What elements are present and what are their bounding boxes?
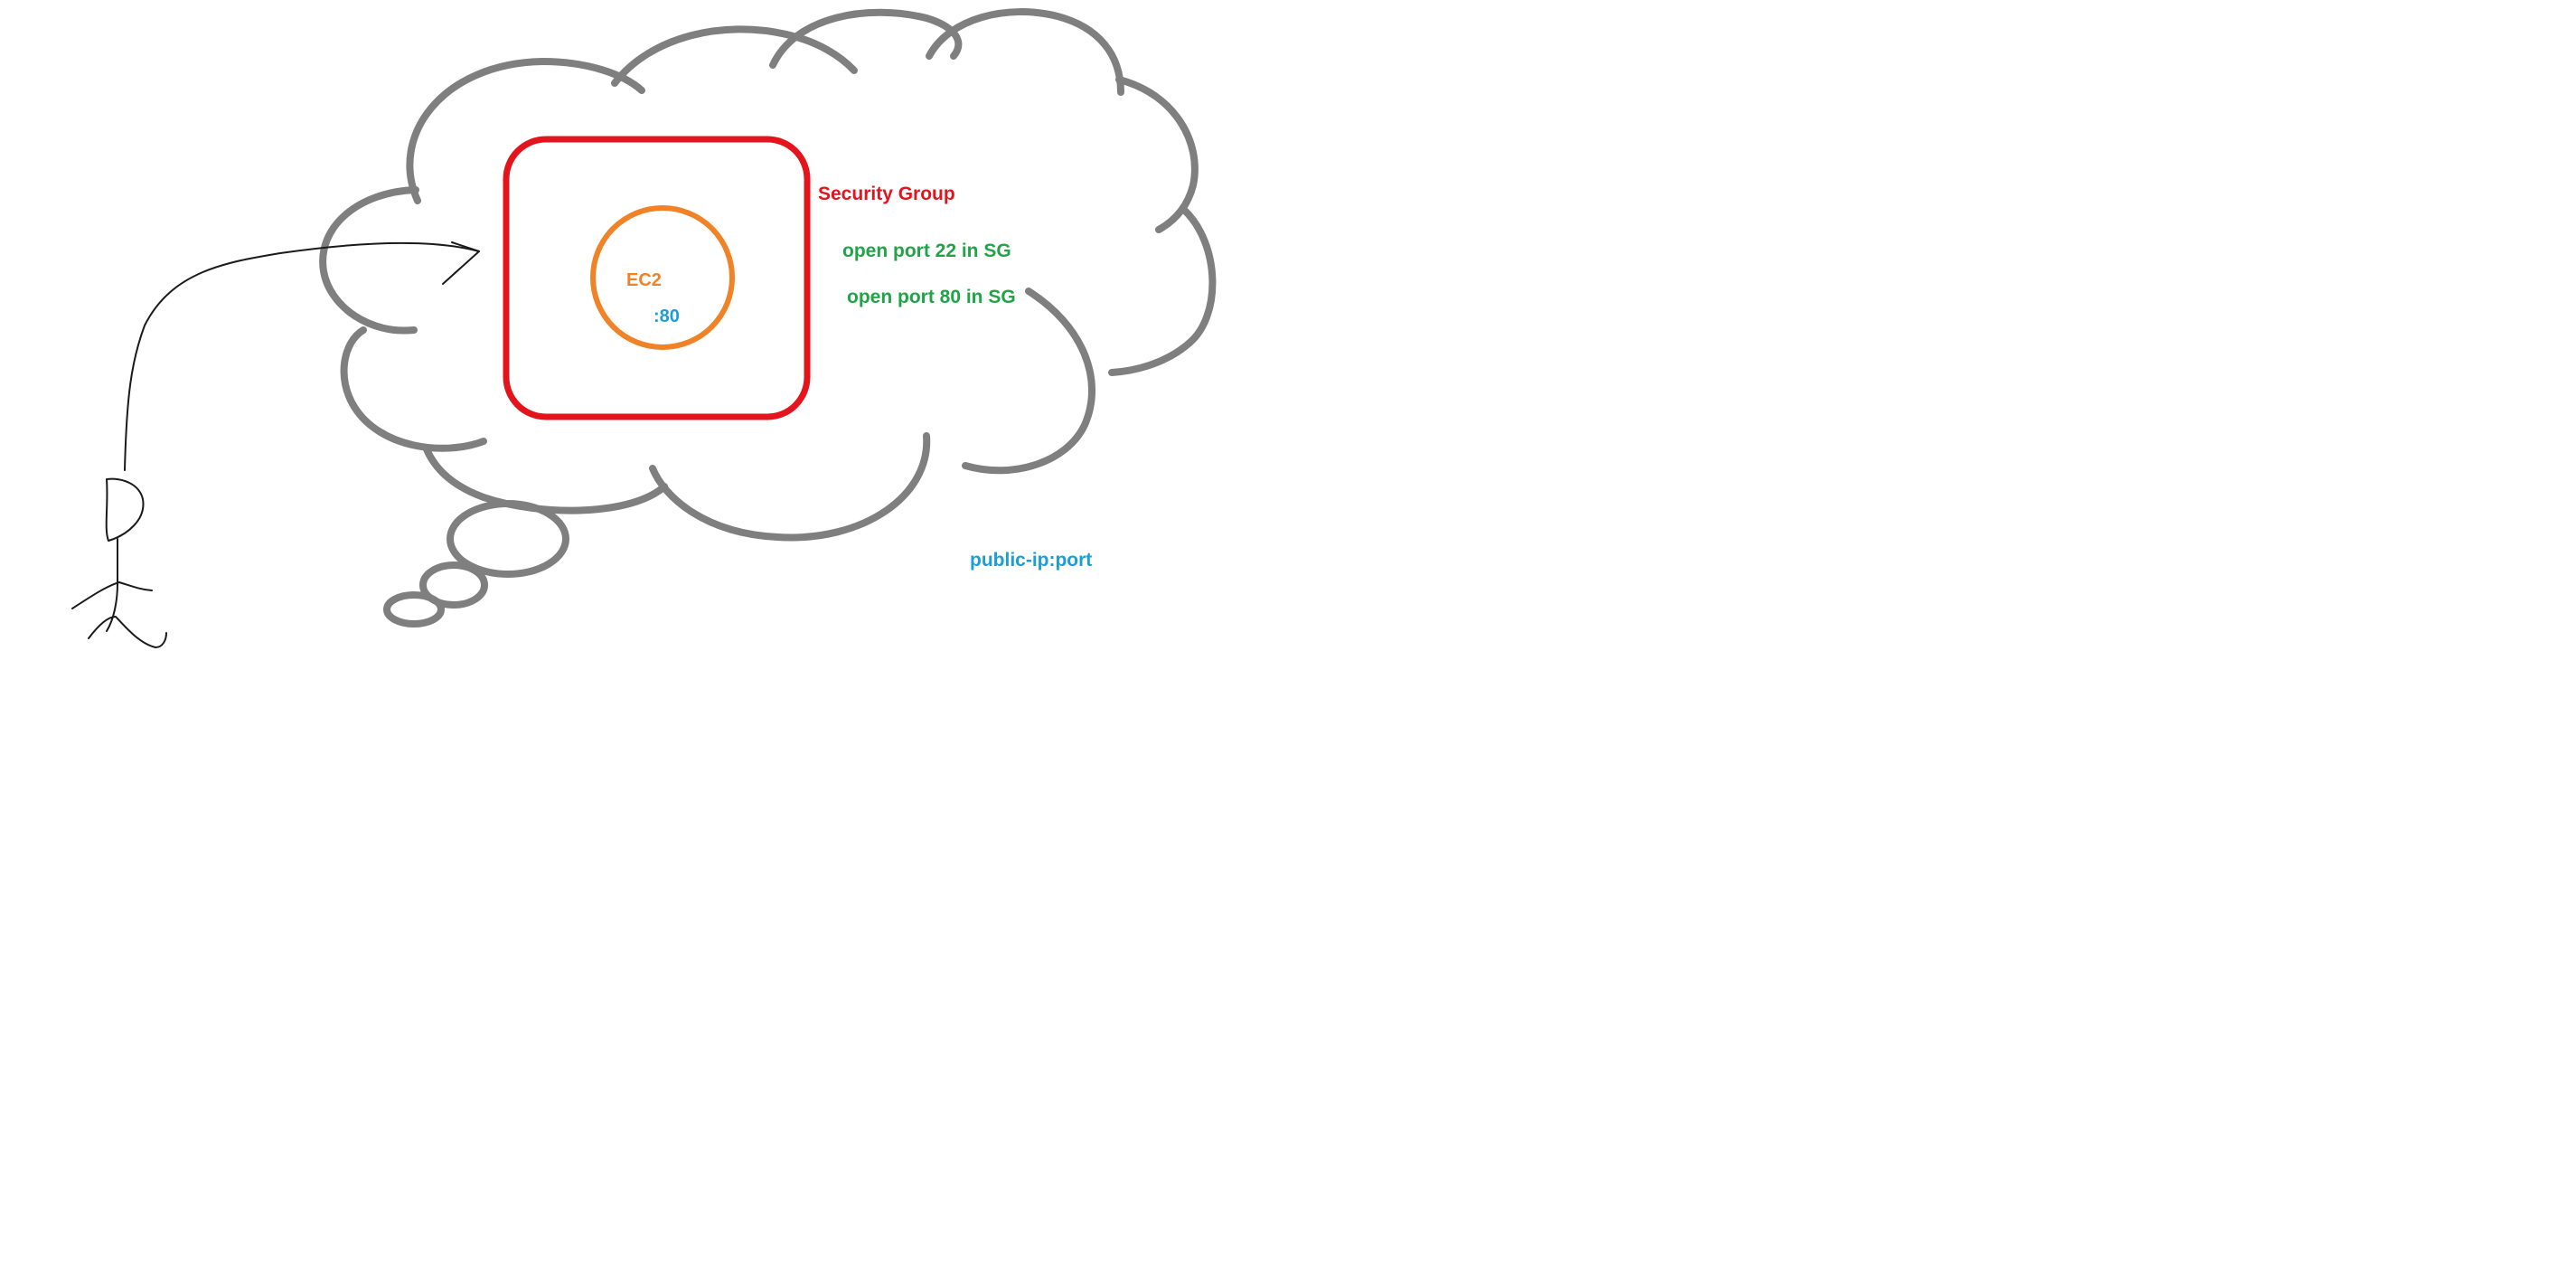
ec2-instance-circle [590,205,735,350]
cloud-arc [611,25,858,87]
cloud-arc [319,186,419,335]
port-80-label: :80 [653,307,680,326]
cloud-arc [649,432,931,542]
cloud-shape [319,8,1217,628]
cloud-arc [423,446,668,514]
cloud-arc [926,8,1124,96]
rule-port-80-label: open port 80 in SG [847,287,1016,307]
cloud-arc [406,58,645,204]
cloud-arc [1115,76,1199,233]
cloud-arc [1108,206,1217,376]
thought-bubble-medium [419,562,488,609]
user-legs [88,616,167,648]
rule-port-22-label: open port 22 in SG [842,241,1011,261]
cloud-arc [769,8,963,69]
access-arrow-line [124,241,480,471]
user-arms [71,581,153,609]
ec2-label: EC2 [626,270,662,290]
access-arrow-head [442,241,480,285]
thought-bubble-large [447,500,569,578]
user-stick-figure [71,241,480,648]
cloud-arc [962,288,1095,475]
cloud-arc [340,326,487,452]
user-head [105,477,145,542]
security-group-label: Security Group [818,184,955,204]
public-ip-port-label: public-ip:port [970,550,1092,571]
thought-bubble-small [383,591,445,628]
security-group-box [503,136,811,420]
